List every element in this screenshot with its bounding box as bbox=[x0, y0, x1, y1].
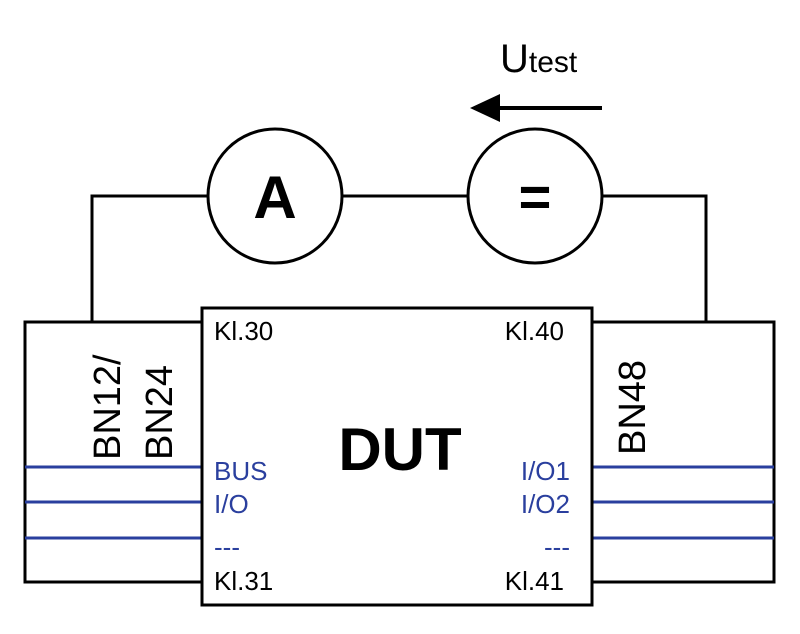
voltage-source: = bbox=[466, 127, 604, 265]
io-label-io1: I/O1 bbox=[521, 456, 570, 486]
utest-sub: test bbox=[529, 46, 578, 79]
utest-main: U bbox=[500, 37, 529, 81]
io-label-io: I/O bbox=[214, 489, 249, 519]
io-label-left-dots: --- bbox=[214, 532, 240, 562]
io-label-right-dots: --- bbox=[544, 532, 570, 562]
ammeter: A bbox=[206, 127, 344, 265]
box-label-bn12: BN12/ bbox=[87, 354, 129, 460]
terminal-kl41: Kl.41 bbox=[505, 566, 564, 596]
terminal-kl31: Kl.31 bbox=[214, 566, 273, 596]
source-label: = bbox=[519, 165, 552, 228]
io-label-io2: I/O2 bbox=[521, 489, 570, 519]
utest-label: Utest bbox=[500, 37, 578, 81]
box-label-bn48: BN48 bbox=[612, 360, 654, 455]
arrow-left-icon bbox=[470, 94, 602, 122]
io-label-bus: BUS bbox=[214, 456, 267, 486]
dut-label: DUT bbox=[338, 416, 461, 483]
box-label-bn24: BN24 bbox=[139, 365, 181, 460]
terminal-kl30: Kl.30 bbox=[214, 316, 273, 346]
ammeter-label: A bbox=[253, 164, 296, 231]
dut-box bbox=[200, 306, 594, 607]
signal-lines bbox=[25, 465, 774, 540]
top-wire bbox=[90, 194, 708, 322]
terminal-kl40: Kl.40 bbox=[505, 316, 564, 346]
